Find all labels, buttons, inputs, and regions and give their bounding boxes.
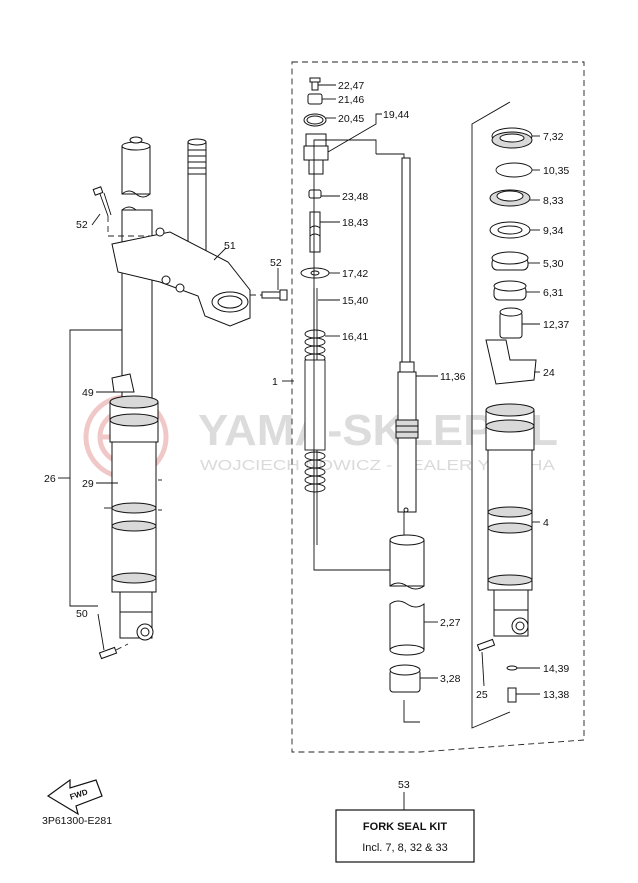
callout-9-34: 9,34 bbox=[543, 225, 564, 237]
callout-11-36: 11,36 bbox=[440, 371, 466, 383]
callout-2-27: 2,27 bbox=[440, 617, 461, 629]
bolt-52-top bbox=[92, 186, 112, 217]
callout-labels: 22,47 21,46 20,45 19,44 23,48 18,43 17,4… bbox=[44, 80, 569, 791]
callout-49: 49 bbox=[82, 387, 94, 399]
damper-rod bbox=[401, 157, 411, 371]
spacer bbox=[309, 211, 321, 253]
damper-cylinder bbox=[397, 371, 417, 513]
fork-guard bbox=[111, 373, 135, 393]
left-brackets bbox=[58, 213, 279, 651]
callout-19-44: 19,44 bbox=[383, 109, 409, 121]
callout-4: 4 bbox=[543, 517, 549, 529]
callout-18-43: 18,43 bbox=[342, 217, 368, 229]
callout-52-side: 52 bbox=[270, 257, 282, 269]
fork-seal-kit: FORK SEAL KIT Incl. 7, 8, 32 & 33 bbox=[335, 792, 475, 863]
callout-53: 53 bbox=[398, 779, 410, 791]
callout-12-37: 12,37 bbox=[543, 319, 569, 331]
fork-top-cap bbox=[121, 145, 151, 195]
callout-24: 24 bbox=[543, 367, 555, 379]
callout-21-46: 21,46 bbox=[338, 94, 364, 106]
left-fork-assembly bbox=[92, 136, 288, 660]
callout-20-45: 20,45 bbox=[338, 113, 364, 125]
callout-25: 25 bbox=[476, 689, 488, 701]
callout-6-31: 6,31 bbox=[543, 287, 564, 299]
callout-26: 26 bbox=[44, 473, 56, 485]
callout-7-32: 7,32 bbox=[543, 131, 564, 143]
bolt-52-side bbox=[261, 289, 288, 301]
center-column bbox=[389, 157, 438, 723]
callout-1: 1 bbox=[272, 376, 278, 388]
kit-box bbox=[335, 809, 475, 863]
callout-14-39: 14,39 bbox=[543, 663, 569, 675]
callout-10-35: 10,35 bbox=[543, 165, 569, 177]
seal-column bbox=[471, 101, 540, 729]
callout-8-33: 8,33 bbox=[543, 195, 564, 207]
callout-17-42: 17,42 bbox=[342, 268, 368, 280]
inner-tube-upper bbox=[389, 539, 425, 587]
callout-22-47: 22,47 bbox=[338, 80, 364, 92]
callout-51: 51 bbox=[224, 240, 236, 252]
inner-tube-lower bbox=[389, 600, 425, 651]
callout-52-top: 52 bbox=[76, 219, 88, 231]
callout-50: 50 bbox=[76, 608, 88, 620]
fork-leg-envelope bbox=[291, 61, 585, 753]
callout-23-48: 23,48 bbox=[342, 191, 368, 203]
watermark-subtitle: WOJCIECH NOWICZ - DEALER YAMAHA bbox=[200, 457, 555, 474]
fwd-arrow: FWD bbox=[46, 778, 103, 816]
callout-29: 29 bbox=[82, 478, 94, 490]
kit-title: FORK SEAL KIT bbox=[363, 821, 447, 833]
outer-tube-lower bbox=[111, 441, 157, 593]
fork-protector bbox=[485, 339, 537, 385]
fork-spring bbox=[304, 329, 326, 493]
kit-subtitle: Incl. 7, 8, 32 & 33 bbox=[362, 842, 448, 854]
bolt-50 bbox=[98, 646, 118, 660]
callout-3-28: 3,28 bbox=[440, 673, 461, 685]
callout-5-30: 5,30 bbox=[543, 258, 564, 270]
damper-column bbox=[282, 77, 405, 571]
dust-seal bbox=[491, 127, 533, 149]
callout-15-40: 15,40 bbox=[342, 295, 368, 307]
diagram-code: 3P61300-E281 bbox=[42, 815, 112, 827]
callout-16-41: 16,41 bbox=[342, 331, 368, 343]
callout-13-38: 13,38 bbox=[543, 689, 569, 701]
